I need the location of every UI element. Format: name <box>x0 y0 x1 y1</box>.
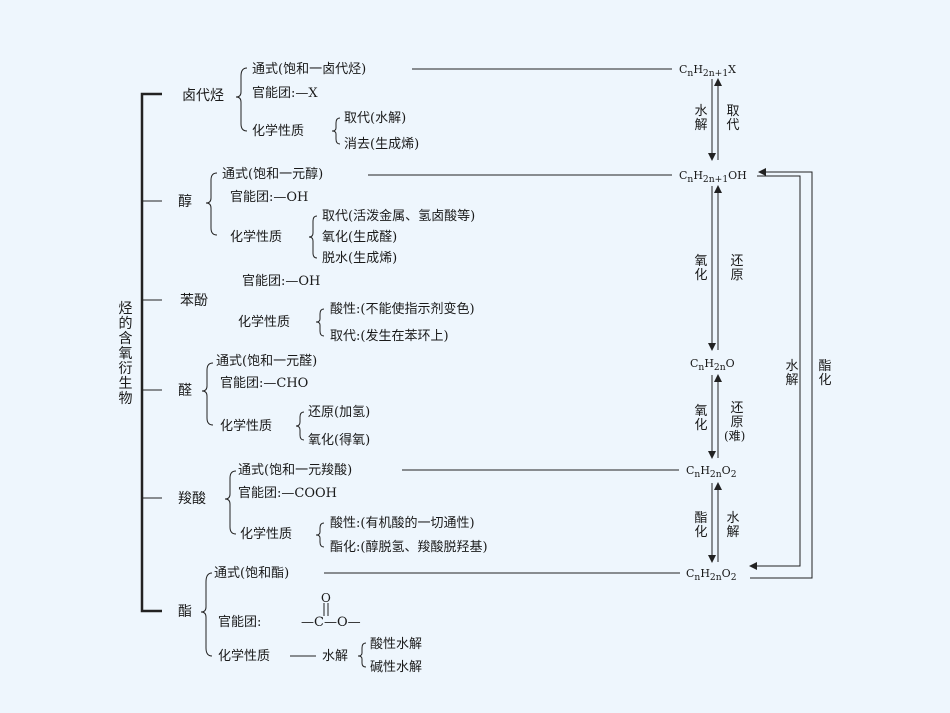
arrow-label-oxidation-2: 氧化 <box>694 404 708 433</box>
section-name-ester: 酯 <box>178 604 192 620</box>
acid-props-label: 化学性质 <box>240 527 293 542</box>
haloalkane-general: 通式(饱和一卤代烃) <box>252 62 367 77</box>
alcohol-general: 通式(饱和一元醇) <box>222 167 324 182</box>
formula-carboxylic-acid: CnH2nO2 <box>686 464 737 481</box>
ester-general: 通式(饱和酯) <box>214 566 290 581</box>
haloalkane-group: 官能团:—X <box>252 86 318 101</box>
haloalkane-prop-1: 取代(水解) <box>344 111 407 126</box>
alcohol-prop-2: 氧化(生成醛) <box>322 230 398 245</box>
arrow-label-reduction-note: (难) <box>724 429 746 443</box>
haloalkane-prop-2: 消去(生成烯) <box>344 137 420 152</box>
acid-group: 官能团:—COOH <box>238 486 337 501</box>
section-name-aldehyde: 醛 <box>178 383 192 399</box>
ester-props-label: 化学性质 <box>218 649 271 664</box>
haloalkane-props-label: 化学性质 <box>252 124 305 139</box>
acid-prop-2: 酯化:(醇脱氢、羧酸脱羟基) <box>330 540 488 555</box>
ester-group-label: 官能团: <box>218 615 262 630</box>
arrow-label-hydrolysis-2: 水解 <box>726 511 740 540</box>
section-name-haloalkane: 卤代烃 <box>182 88 224 104</box>
loop-label-hydrolysis: 水解 <box>785 359 799 388</box>
alcohol-props-label: 化学性质 <box>230 230 283 245</box>
loop-label-esterification: 酯化 <box>818 359 832 388</box>
alcohol-group: 官能团:—OH <box>230 190 309 205</box>
arrow-label-substitution-1: 取代 <box>726 104 740 133</box>
arrow-label-hydrolysis-1: 水解 <box>694 104 708 133</box>
ester-prop-1: 酸性水解 <box>370 637 423 652</box>
alcohol-prop-1: 取代(活泼金属、氢卤酸等) <box>322 209 476 224</box>
section-name-phenol: 苯酚 <box>180 293 208 309</box>
formula-ester: CnH2nO2 <box>686 567 737 584</box>
ester-prop-2: 碱性水解 <box>370 660 423 675</box>
acid-prop-1: 酸性:(有机酸的一切通性) <box>330 516 475 531</box>
arrow-label-reduction-1: 还原 <box>730 254 744 283</box>
alcohol-prop-3: 脱水(生成烯) <box>322 251 398 266</box>
ester-group-oxygen: O <box>321 591 331 605</box>
ester-hydrolysis: 水解 <box>322 649 349 664</box>
aldehyde-props-label: 化学性质 <box>220 419 273 434</box>
ester-group-formula: —C—O— <box>301 615 361 630</box>
arrow-label-oxidation-1: 氧化 <box>694 254 708 283</box>
phenol-props-label: 化学性质 <box>238 315 291 330</box>
phenol-prop-2: 取代:(发生在苯环上) <box>330 329 449 344</box>
formula-alcohol: CnH2n+1OH <box>679 169 747 186</box>
phenol-prop-1: 酸性:(不能使指示剂变色) <box>330 302 475 317</box>
aldehyde-prop-2: 氧化(得氧) <box>308 433 371 448</box>
phenol-group: 官能团:—OH <box>242 274 321 289</box>
formula-haloalkane: CnH2n+1X <box>679 63 736 80</box>
section-name-alcohol: 醇 <box>178 194 192 210</box>
aldehyde-general: 通式(饱和一元醛) <box>216 354 318 369</box>
acid-general: 通式(饱和一元羧酸) <box>238 463 353 478</box>
section-name-carboxylic-acid: 羧酸 <box>178 491 206 507</box>
aldehyde-prop-1: 还原(加氢) <box>308 405 371 420</box>
arrow-label-reduction-2: 还原 <box>730 401 744 430</box>
aldehyde-group: 官能团:—CHO <box>220 376 309 391</box>
formula-aldehyde: CnH2nO <box>690 357 735 374</box>
root-title: 烃的含氧衍生物 <box>118 301 133 407</box>
arrow-label-esterification-1: 酯化 <box>694 511 708 540</box>
